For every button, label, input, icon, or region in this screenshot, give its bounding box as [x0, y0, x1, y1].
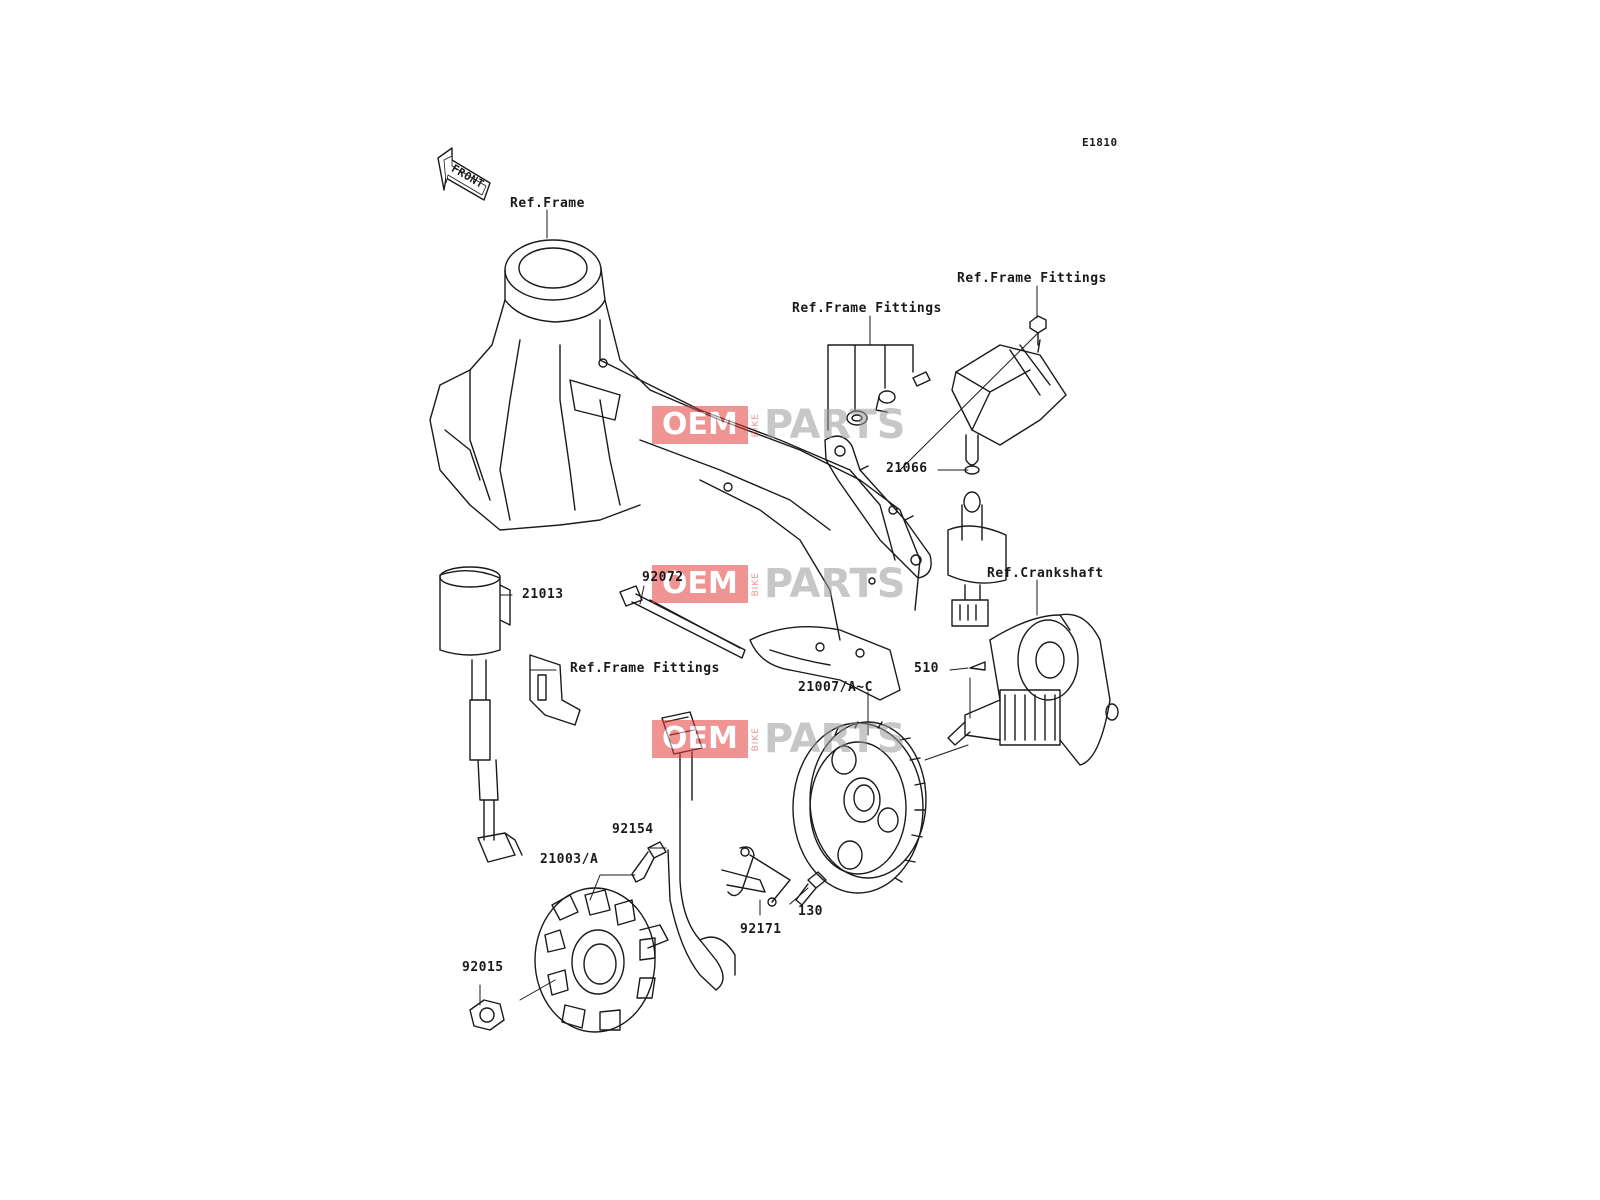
rotor-21007-drawing: [792, 721, 927, 894]
label-ref-frame: Ref.Frame: [510, 196, 585, 211]
bolt-130-drawing: [795, 871, 827, 906]
diagram-code: E1810: [1082, 136, 1118, 149]
label-ref-frame-fittings-low: Ref.Frame Fittings: [570, 661, 720, 676]
pickup-coil-21013-drawing: [439, 566, 581, 863]
frame-drawing: [429, 239, 921, 701]
label-part-510: 510: [914, 661, 939, 676]
label-part-21007: 21007/A~C: [798, 680, 873, 695]
label-ref-crankshaft: Ref.Crankshaft: [987, 566, 1104, 581]
stator-harness-drawing: [661, 711, 736, 991]
bolt-92154-drawing: [631, 841, 667, 883]
label-part-21066: 21066: [886, 461, 928, 476]
clamp-92171-drawing: [721, 846, 791, 907]
front-arrow-icon: [437, 147, 491, 201]
label-part-92015: 92015: [462, 960, 504, 975]
frame-fittings-drawing: [827, 344, 931, 431]
label-part-92171: 92171: [740, 922, 782, 937]
mounting-bracket-drawing: [824, 435, 932, 579]
label-part-92072: 92072: [642, 570, 684, 585]
stator-21003-drawing: [534, 887, 669, 1033]
label-part-21003: 21003/A: [540, 852, 599, 867]
crankshaft-drawing: [947, 613, 1119, 766]
label-ref-frame-fittings-top: Ref.Frame Fittings: [957, 271, 1107, 286]
clamp-92072-drawing: [619, 585, 746, 659]
leader-lines: [479, 209, 1039, 1006]
regulator-rectifier-drawing: [947, 315, 1067, 627]
label-ref-frame-fittings-mid: Ref.Frame Fittings: [792, 301, 942, 316]
label-part-92154: 92154: [612, 822, 654, 837]
label-part-130: 130: [798, 904, 823, 919]
label-part-21013: 21013: [522, 587, 564, 602]
nut-92015-drawing: [469, 999, 505, 1031]
